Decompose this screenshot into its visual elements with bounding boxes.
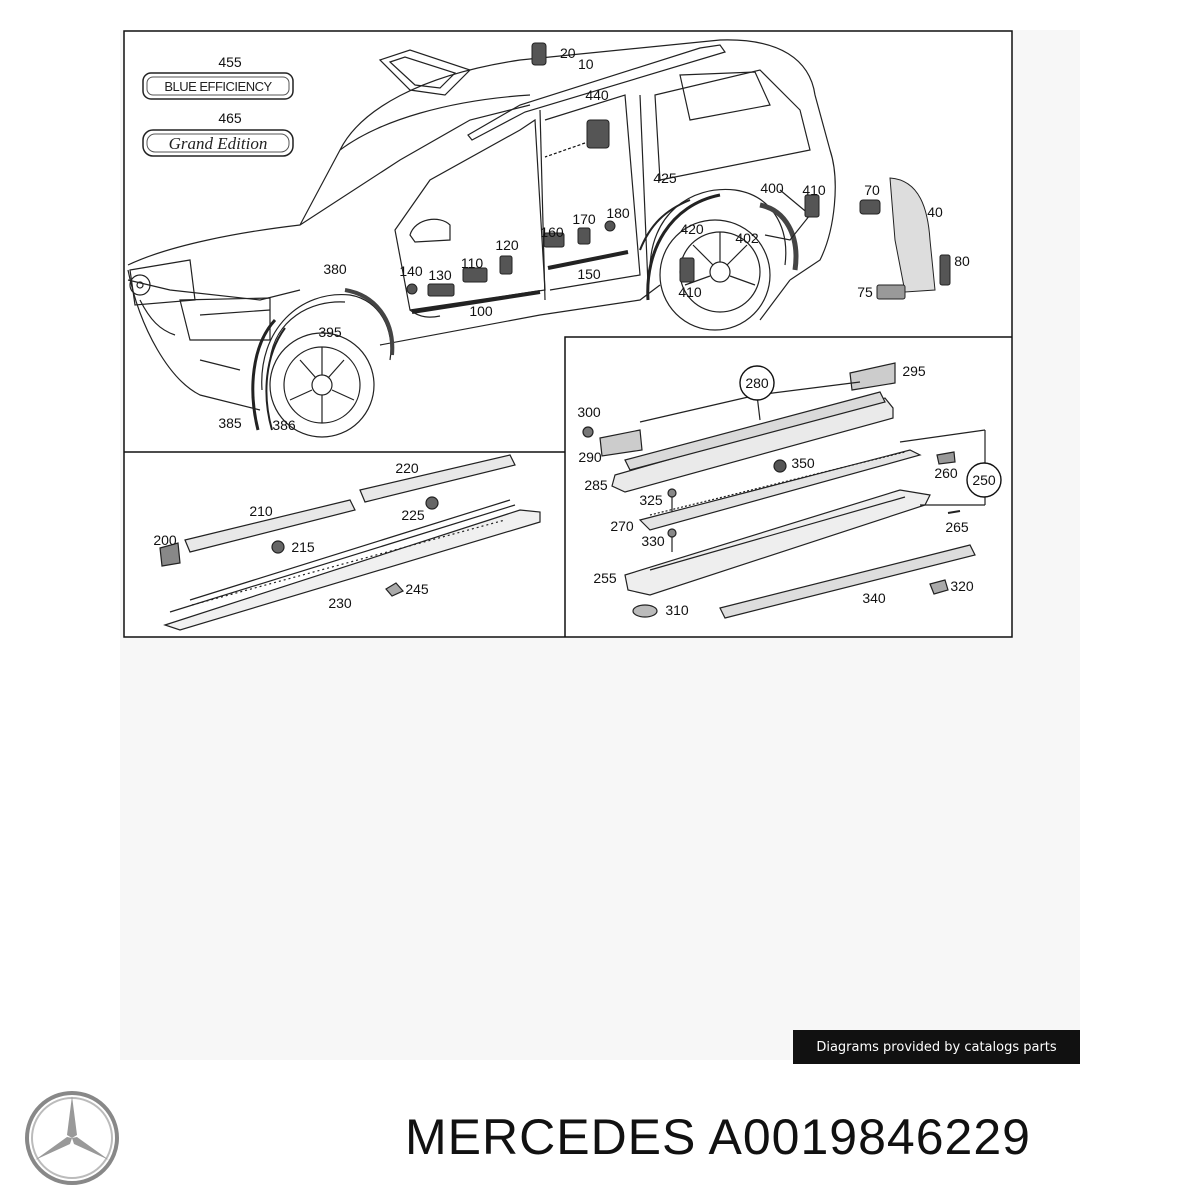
- label-220: 220: [395, 460, 419, 476]
- label-170: 170: [572, 211, 596, 227]
- label-465: 465: [218, 110, 242, 126]
- diagram-credit: Diagrams provided by catalogs parts: [793, 1030, 1080, 1064]
- label-215: 215: [291, 539, 315, 555]
- label-200: 200: [153, 532, 177, 548]
- small-part-glyphs: [406, 42, 951, 300]
- part-title: MERCEDES A0019846229: [405, 1109, 1031, 1165]
- label-70: 70: [864, 182, 880, 198]
- label-40: 40: [927, 204, 943, 220]
- label-395: 395: [318, 324, 342, 340]
- label-325: 325: [639, 492, 663, 508]
- label-300: 300: [577, 404, 601, 420]
- label-80: 80: [954, 253, 970, 269]
- label-455: 455: [218, 54, 242, 70]
- label-255: 255: [593, 570, 617, 586]
- label-350: 350: [791, 455, 815, 471]
- label-265: 265: [945, 519, 969, 535]
- sill-panel-drawing: [159, 454, 541, 631]
- step-callouts: 280 295 300 290 350 285 325 260 250 270 …: [577, 363, 996, 618]
- badge-blue-text: BLUE EFFICIENCY: [164, 79, 272, 94]
- label-400: 400: [760, 180, 784, 196]
- label-310: 310: [665, 602, 689, 618]
- label-420: 420: [680, 221, 704, 237]
- label-410-bottom: 410: [678, 284, 702, 300]
- label-380: 380: [323, 261, 347, 277]
- badge-grand-text: Grand Edition: [169, 134, 268, 153]
- label-120: 120: [495, 237, 519, 253]
- label-250: 250: [972, 472, 996, 488]
- sill-callouts: 220 210 225 200 215 230 245: [153, 460, 429, 611]
- label-260: 260: [934, 465, 958, 481]
- label-402: 402: [735, 230, 759, 246]
- label-20: 20: [560, 45, 576, 61]
- label-130: 130: [428, 267, 452, 283]
- label-340: 340: [862, 590, 886, 606]
- label-230: 230: [328, 595, 352, 611]
- label-180: 180: [606, 205, 630, 221]
- grand-edition-badge: Grand Edition: [142, 129, 294, 157]
- label-150: 150: [577, 266, 601, 282]
- label-320: 320: [950, 578, 974, 594]
- label-385: 385: [218, 415, 242, 431]
- label-210: 210: [249, 503, 273, 519]
- label-285: 285: [584, 477, 608, 493]
- blue-efficiency-badge: BLUE EFFICIENCY: [142, 72, 294, 100]
- label-290: 290: [578, 449, 602, 465]
- label-75: 75: [857, 284, 873, 300]
- label-225: 225: [401, 507, 425, 523]
- label-410-top: 410: [802, 182, 826, 198]
- label-100: 100: [469, 303, 493, 319]
- label-245: 245: [405, 581, 429, 597]
- label-10: 10: [578, 56, 594, 72]
- label-110: 110: [461, 255, 484, 271]
- mercedes-star-icon: [25, 1091, 119, 1185]
- label-280: 280: [745, 375, 769, 391]
- label-270: 270: [610, 518, 634, 534]
- label-295: 295: [902, 363, 926, 379]
- car-callouts: 455 465 20 10 440 425 400 410 70 40 80 7…: [218, 45, 970, 433]
- running-board-drawing: [582, 362, 1002, 619]
- label-425: 425: [653, 170, 677, 186]
- label-330: 330: [641, 533, 665, 549]
- label-160: 160: [540, 224, 564, 240]
- label-440: 440: [585, 87, 609, 103]
- diagram-frame: [123, 30, 1013, 638]
- label-386: 386: [272, 417, 296, 433]
- label-140: 140: [399, 263, 423, 279]
- car-outline: [127, 39, 836, 438]
